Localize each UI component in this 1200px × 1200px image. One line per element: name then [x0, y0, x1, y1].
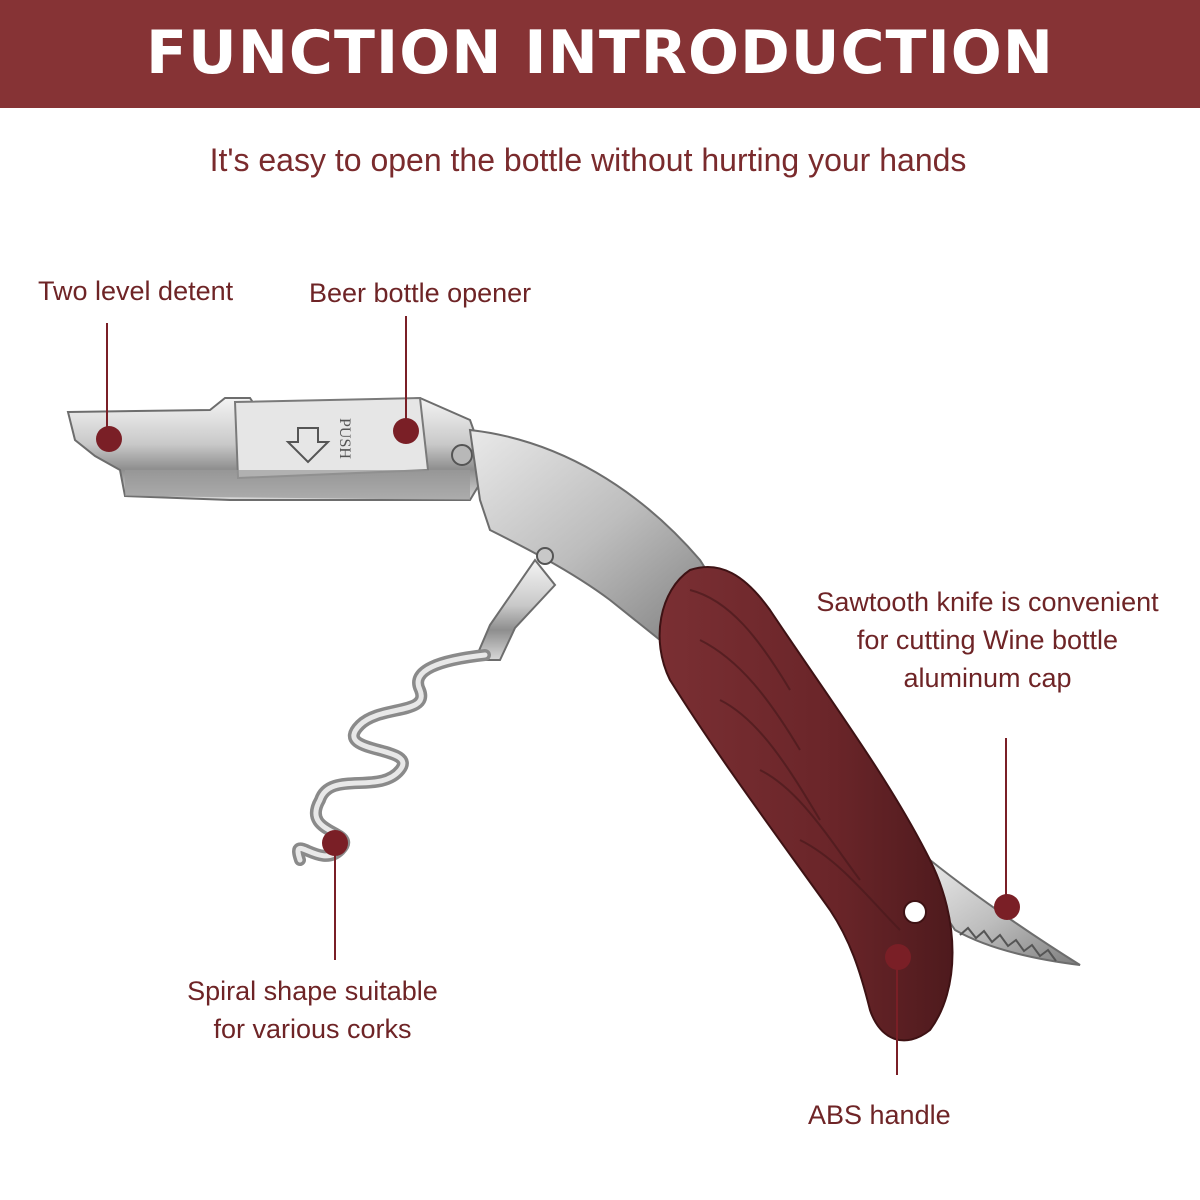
callout-dot-handle [885, 944, 911, 970]
label-line: for cutting Wine bottle [856, 625, 1119, 655]
rivet-icon [536, 547, 554, 565]
label-line: Spiral shape suitable [187, 976, 438, 1006]
callout-dot-detent [96, 426, 122, 452]
callout-dot-knife [994, 894, 1020, 920]
abs-handle [658, 565, 954, 1042]
callout-line-detent [106, 323, 108, 436]
label-sawtooth-knife: Sawtooth knife is convenient for cutting… [780, 583, 1195, 697]
callout-dot-opener [393, 418, 419, 444]
sawtooth-knife [928, 857, 1081, 966]
body-arm [468, 428, 727, 661]
keyring-hole-icon [903, 900, 927, 924]
push-stamp: PUSH [336, 418, 353, 459]
label-line: for various corks [213, 1014, 412, 1044]
spiral-worm [292, 649, 491, 866]
label-abs-handle: ABS handle [808, 1100, 951, 1130]
header-banner: FUNCTION INTRODUCTION [0, 0, 1200, 108]
label-two-level-detent: Two level detent [38, 276, 234, 306]
page-title: FUNCTION INTRODUCTION [145, 18, 1055, 88]
lever-arm: PUSH [66, 396, 490, 501]
label-beer-bottle-opener: Beer bottle opener [309, 278, 532, 308]
label-spiral-shape: Spiral shape suitable for various corks [150, 972, 475, 1048]
callout-line-knife [1005, 738, 1007, 910]
callout-line-opener [405, 316, 407, 429]
callout-line-spiral [334, 845, 336, 960]
push-arrow-icon [285, 427, 331, 464]
label-line: Sawtooth knife is convenient [816, 587, 1159, 617]
subtitle: It's easy to open the bottle without hur… [209, 142, 967, 178]
callout-dot-spiral [322, 830, 348, 856]
rivet-icon [451, 444, 473, 466]
label-line: aluminum cap [903, 663, 1072, 693]
callout-line-handle [896, 960, 898, 1075]
